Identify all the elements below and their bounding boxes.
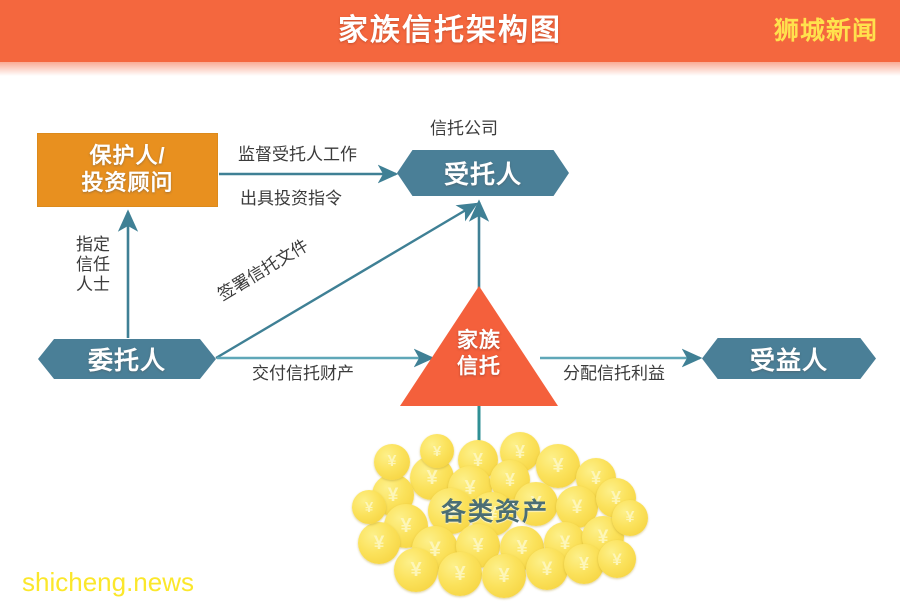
page-title: 家族信托架构图 — [338, 14, 562, 47]
edge-label-distribute-trust-benefits: 分配信托利益 — [563, 364, 665, 383]
coin-icon: ¥ — [526, 548, 568, 590]
node-beneficiary[interactable]: 受益人 — [702, 338, 876, 379]
diagram-canvas: 保护人/ 投资顾问 受托人 委托人 受益人 家族 信托 各类资产 ¥¥¥¥¥¥¥… — [0, 62, 900, 611]
coin-icon: ¥ — [514, 482, 558, 526]
node-family-trust-label: 家族 信托 — [400, 328, 558, 379]
coin-icon: ¥ — [482, 554, 526, 598]
watermark-shicheng-news: shicheng.news — [22, 567, 194, 597]
node-family-trust[interactable]: 家族 信托 — [400, 286, 558, 406]
coin-icon: ¥ — [564, 544, 604, 584]
header-bar: 家族信托架构图 狮城新闻 — [0, 0, 900, 62]
node-assets-label: 各类资产 — [440, 498, 549, 526]
edge-settlor-to-trustee — [215, 202, 479, 360]
header-gradient-divider — [0, 62, 900, 76]
caption-trust-company: 信托公司 — [430, 119, 498, 138]
node-family-trust-label-line1: 家族 — [457, 329, 501, 352]
node-beneficiary-label: 受益人 — [749, 346, 828, 375]
coin-icon: ¥ — [352, 490, 386, 524]
node-assets-coin-pile[interactable]: 各类资产 ¥¥¥¥¥¥¥¥¥¥¥¥¥¥¥¥¥¥¥¥¥¥¥¥¥¥¥¥¥¥ — [350, 430, 648, 602]
node-protector[interactable]: 保护人/ 投资顾问 — [37, 133, 218, 207]
coin-icon: ¥ — [358, 522, 400, 564]
edge-label-appoint-trusted-person: 指定信任人士 — [76, 235, 110, 295]
coin-icon: ¥ — [612, 500, 648, 536]
edge-label-deliver-trust-property: 交付信托财产 — [252, 364, 354, 383]
coin-icon: ¥ — [420, 434, 454, 468]
coin-icon: ¥ — [536, 444, 580, 488]
coin-icon: ¥ — [394, 548, 438, 592]
node-protector-label-line2: 投资顾问 — [81, 170, 174, 195]
node-family-trust-label-line2: 信托 — [457, 354, 501, 378]
coin-icon: ¥ — [374, 444, 410, 480]
diagram-edges — [117, 164, 703, 478]
node-settlor[interactable]: 委托人 — [38, 339, 216, 379]
coin-icon: ¥ — [598, 540, 636, 578]
edge-label-supervise-trustee-work: 监督受托人工作 — [238, 145, 357, 164]
node-settlor-label: 委托人 — [87, 347, 166, 375]
coin-icon: ¥ — [438, 552, 482, 596]
edge-label-issue-investment-instructions: 出具投资指令 — [240, 189, 342, 208]
brand-label: 狮城新闻 — [773, 17, 878, 45]
node-protector-label-line1: 保护人/ — [89, 143, 166, 169]
node-trustee[interactable]: 受托人 — [397, 150, 569, 196]
node-trustee-label: 受托人 — [443, 161, 522, 189]
